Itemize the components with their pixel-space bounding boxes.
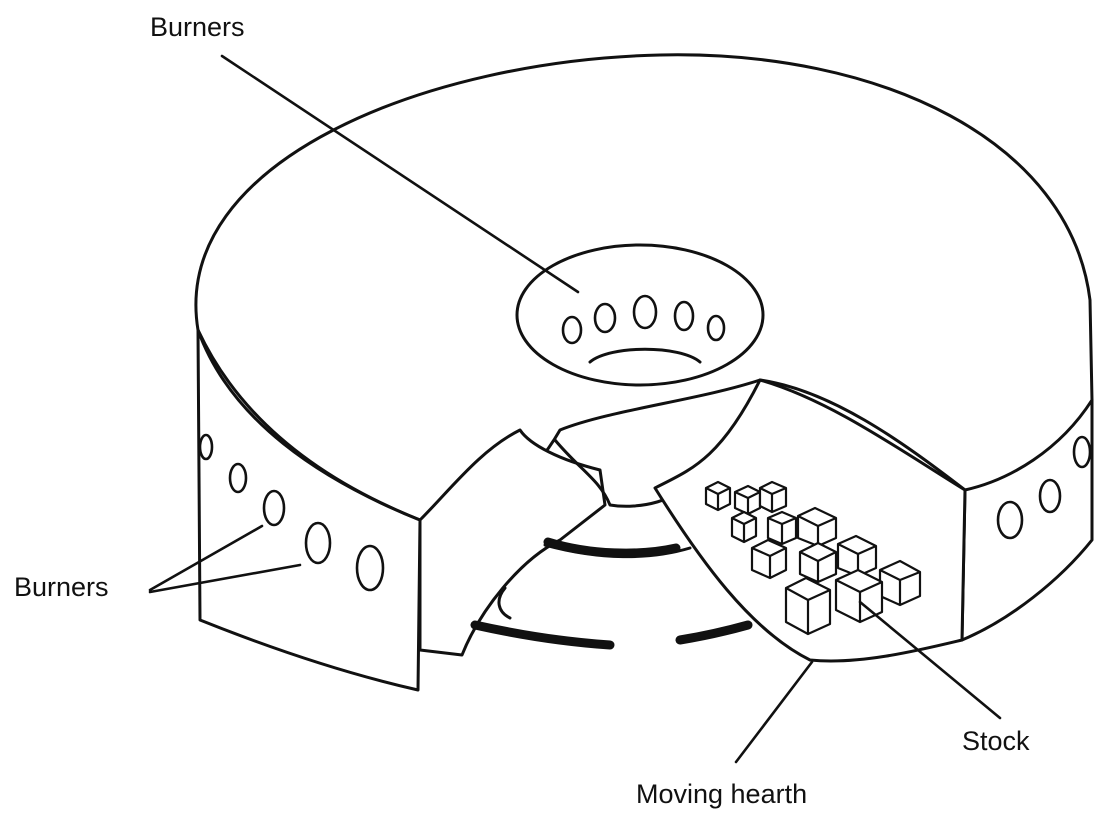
stock-cube	[732, 512, 756, 542]
hearth-support	[499, 588, 510, 618]
outer-wall-right	[962, 400, 1092, 640]
label-moving-hearth: Moving hearth	[636, 781, 807, 808]
stock-cube	[735, 486, 760, 514]
outer-burner-hole	[230, 464, 246, 492]
stock-cube	[768, 512, 796, 544]
outer-wall-left	[198, 330, 420, 690]
inner-burner-hole	[634, 296, 656, 328]
inner-burner-hole	[708, 316, 724, 340]
inner-burner-hole	[675, 302, 693, 330]
label-burners-top: Burners	[150, 14, 245, 41]
outer-burner-hole	[200, 435, 212, 459]
leader-moving-hearth	[736, 662, 812, 762]
hearth-rail-upper	[548, 542, 676, 553]
outer-burner-hole	[264, 491, 284, 525]
inner-burner-hole	[563, 317, 581, 343]
inner-opening-lower	[590, 349, 700, 362]
outer-burner-hole	[998, 502, 1022, 538]
stock-cube	[752, 540, 786, 578]
outer-burner-hole	[357, 546, 383, 590]
stock-cube	[800, 543, 836, 582]
label-stock: Stock	[962, 728, 1030, 755]
inner-burner-hole	[595, 304, 615, 332]
leader-burners-top	[222, 56, 578, 292]
hearth-rail-lower-left	[475, 625, 610, 645]
outer-burner-hole	[1040, 480, 1060, 512]
stock-cube	[880, 561, 920, 605]
outer-burner-hole	[1074, 437, 1090, 467]
stock-cube	[786, 578, 830, 634]
stock-cube	[706, 482, 730, 510]
label-burners-side: Burners	[14, 574, 109, 601]
outer-burner-hole	[306, 523, 330, 563]
hearth-rail-lower-right	[680, 625, 748, 640]
stock-cube	[760, 482, 786, 512]
